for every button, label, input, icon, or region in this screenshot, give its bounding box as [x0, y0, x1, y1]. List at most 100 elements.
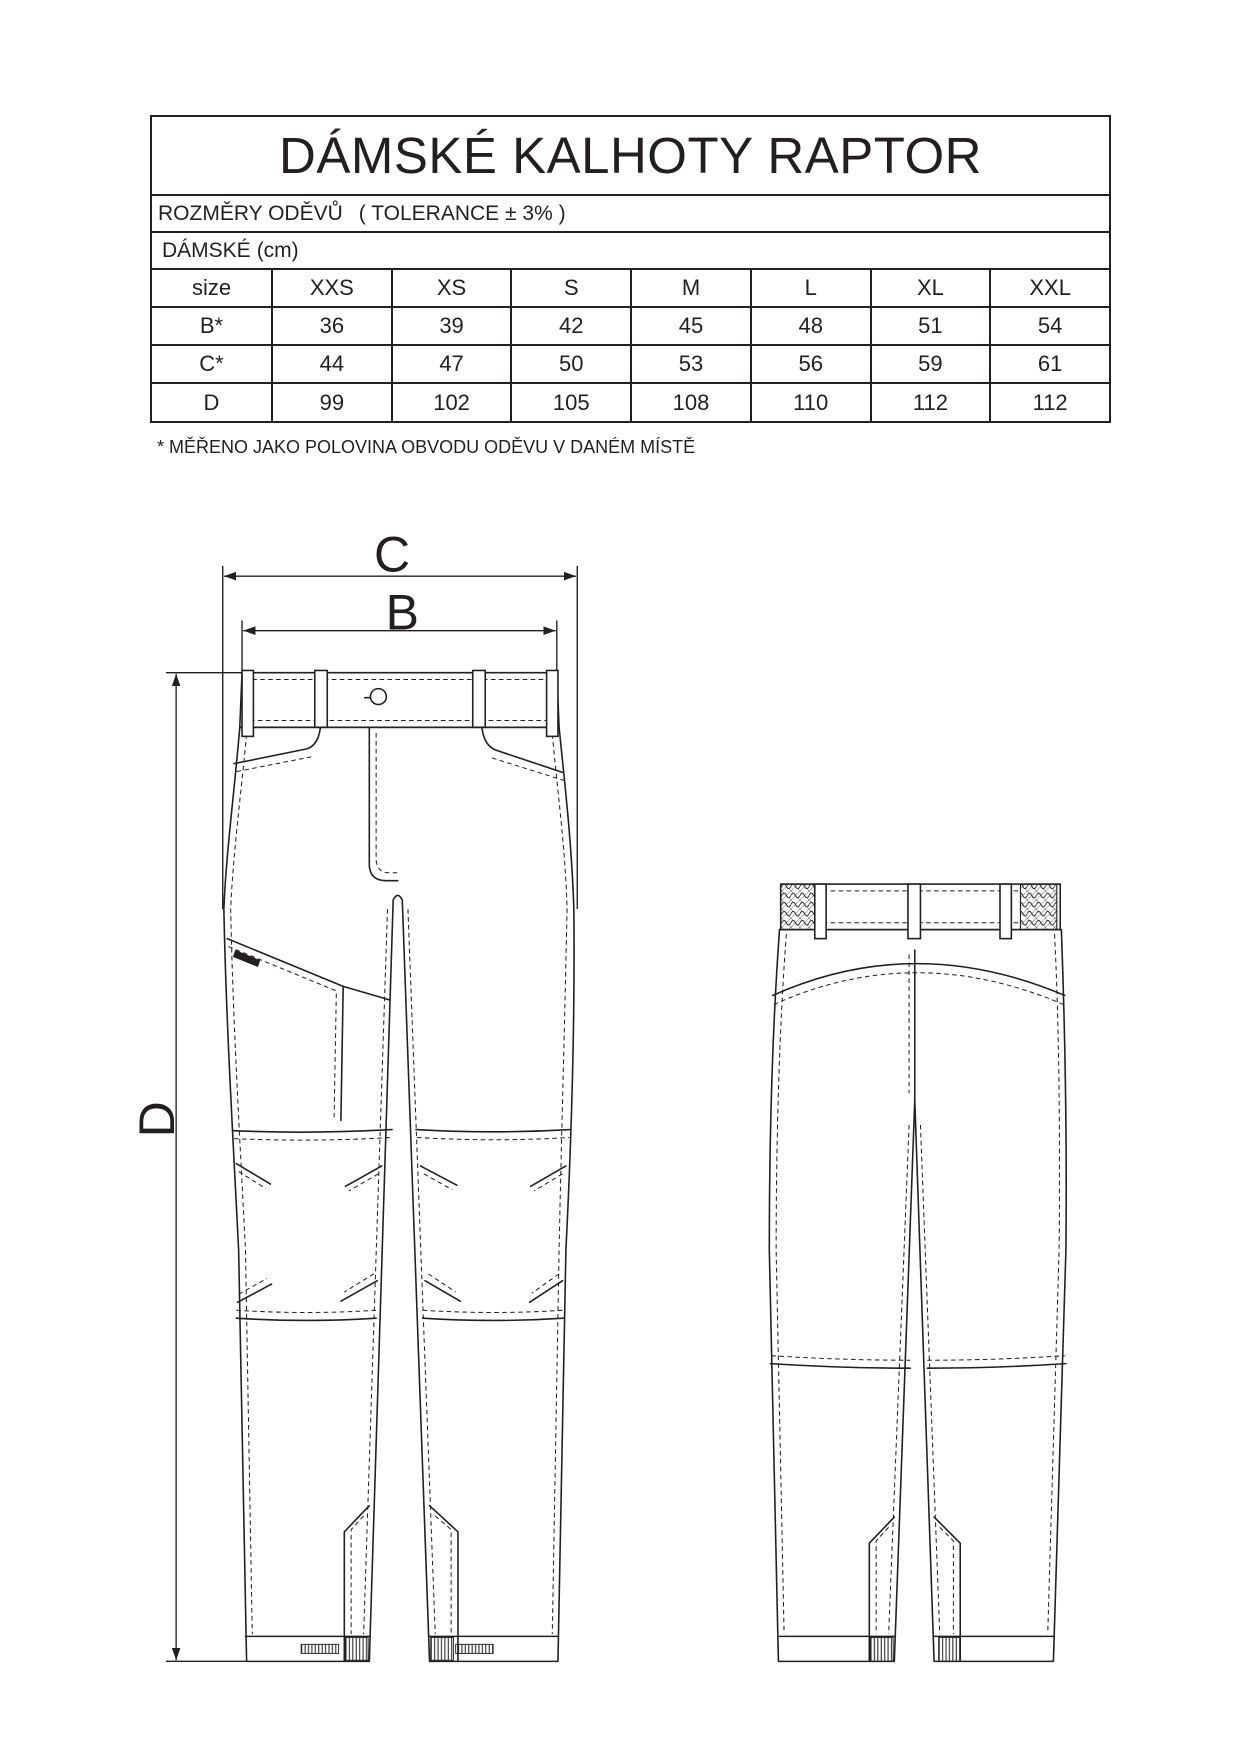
header-cell-l: L	[749, 270, 870, 306]
back-outseam-stitch-left	[775, 934, 787, 1635]
reflective-label	[300, 1643, 340, 1654]
table-cell: 110	[749, 384, 870, 421]
header-cell-m: M	[630, 270, 750, 306]
row-label: D	[203, 389, 220, 415]
stitch-line	[350, 1515, 365, 1635]
table-cell: 53	[630, 346, 750, 382]
back-inseam-stitch-right	[919, 1124, 941, 1635]
front-fly-stitch	[375, 732, 398, 874]
knee-dart	[528, 1279, 564, 1304]
knee-seam-lower-right	[421, 1317, 565, 1322]
stitch-line	[234, 1136, 391, 1141]
table-cell: 112	[869, 384, 990, 421]
belt-loop	[545, 669, 559, 738]
reflective-label	[455, 1643, 494, 1654]
belt-loop	[471, 669, 487, 729]
stitch-line	[344, 1273, 375, 1293]
header-cell-size: size	[191, 275, 232, 300]
knee-dart	[419, 1165, 458, 1187]
knee-seam-lower-left	[235, 1317, 377, 1322]
dimension-c-label: C	[374, 527, 410, 583]
stitch-line	[428, 1273, 456, 1293]
back-knee-seam-right	[926, 1362, 1067, 1369]
knee-dart	[340, 1279, 379, 1302]
back-view-pants	[768, 883, 1067, 1663]
cargo-pocket-zipper	[232, 950, 261, 968]
waist-elastic-left	[780, 883, 816, 931]
stitch-line	[939, 1526, 954, 1635]
size-chart-table: DÁMSKÉ KALHOTY RAPTOR ROZMĚRY ODĚVŮ ( TO…	[150, 115, 1111, 423]
unit-label: (cm)	[256, 238, 299, 262]
back-pants-outline	[768, 928, 1067, 1663]
dimension-b-label: B	[386, 585, 419, 641]
hem-elastic	[938, 1637, 961, 1662]
stitch-line	[238, 1171, 267, 1190]
back-outseam-stitch-right	[1047, 934, 1061, 1635]
waist-elastic-right	[1019, 883, 1058, 931]
table-row: B* 36 39 42 45 48 51 54	[152, 308, 1109, 346]
knee-dart	[424, 1279, 462, 1302]
back-knee-seam-left	[769, 1362, 912, 1369]
hem-slit-right	[933, 1516, 962, 1663]
header-cell-xs: XS	[390, 270, 511, 306]
hem-elastic	[345, 1637, 369, 1661]
hem-slit-left	[343, 1504, 371, 1663]
measurements-label: ROZMĚRY ODĚVŮ	[158, 201, 343, 225]
stitch-line	[927, 1355, 1065, 1361]
knee-seam-upper-right	[415, 1128, 572, 1133]
table-cell: 51	[869, 308, 990, 344]
front-pocket-right	[481, 726, 565, 774]
knee-dart	[236, 1283, 273, 1304]
table-cell: 36	[271, 308, 391, 344]
front-outseam-stitch-left	[230, 734, 253, 1635]
waistband-button	[369, 687, 388, 706]
table-cell: 48	[749, 308, 870, 344]
stitch-line	[417, 1136, 570, 1141]
table-cell: 102	[390, 384, 511, 421]
stitch-line	[348, 1173, 379, 1192]
front-view-pants	[223, 669, 575, 1663]
front-inseam-stitch-right	[407, 909, 436, 1635]
table-cell: 105	[510, 384, 630, 421]
belt-loop	[813, 883, 827, 940]
stitch-line	[238, 1277, 268, 1295]
front-inseam-stitch-left	[363, 909, 389, 1635]
cargo-pocket-stitch	[228, 946, 337, 1119]
table-row: D 99 102 105 108 110 112 112	[152, 384, 1109, 421]
stitch-line	[236, 1309, 377, 1314]
stitch-line	[531, 1273, 560, 1294]
stitch-line	[771, 1355, 911, 1361]
front-pocket-left-stitch	[236, 756, 312, 773]
hem-elastic	[870, 1637, 894, 1662]
hem-slit-left	[868, 1516, 896, 1663]
section-row: DÁMSKÉ (cm)	[152, 233, 1109, 270]
table-cell: 99	[271, 384, 391, 421]
stitch-line	[434, 1515, 452, 1635]
front-waistband	[238, 671, 560, 729]
hem-slit-right	[428, 1504, 459, 1663]
belt-loop	[313, 669, 329, 729]
knee-dart	[344, 1165, 383, 1188]
measurements-row: ROZMĚRY ODĚVŮ ( TOLERANCE ± 3% )	[152, 196, 1109, 233]
tolerance-label: ( TOLERANCE ± 3% )	[358, 201, 566, 225]
stitch-line	[533, 1173, 563, 1192]
knee-dart	[529, 1165, 567, 1188]
front-fly	[368, 726, 399, 882]
table-cell: 39	[390, 308, 511, 344]
table-cell: 54	[989, 308, 1109, 344]
table-cell: 42	[510, 308, 630, 344]
front-pocket-left	[233, 726, 322, 765]
knee-seam-upper-left	[232, 1128, 393, 1133]
table-cell: 45	[630, 308, 750, 344]
section-label: DÁMSKÉ	[162, 238, 251, 262]
table-header-row: size XXS XS S M L XL XXL	[152, 270, 1109, 308]
table-row: C* 44 47 50 53 56 59 61	[152, 346, 1109, 384]
dimension-b: B	[241, 585, 558, 673]
cargo-pocket-flap-edge	[342, 985, 391, 1001]
table-cell: 47	[390, 346, 511, 382]
header-cell-xl: XL	[869, 270, 990, 306]
stitch-line	[875, 1526, 890, 1635]
chart-title: DÁMSKÉ KALHOTY RAPTOR	[152, 117, 1109, 196]
header-cell-xxl: XXL	[989, 270, 1109, 306]
